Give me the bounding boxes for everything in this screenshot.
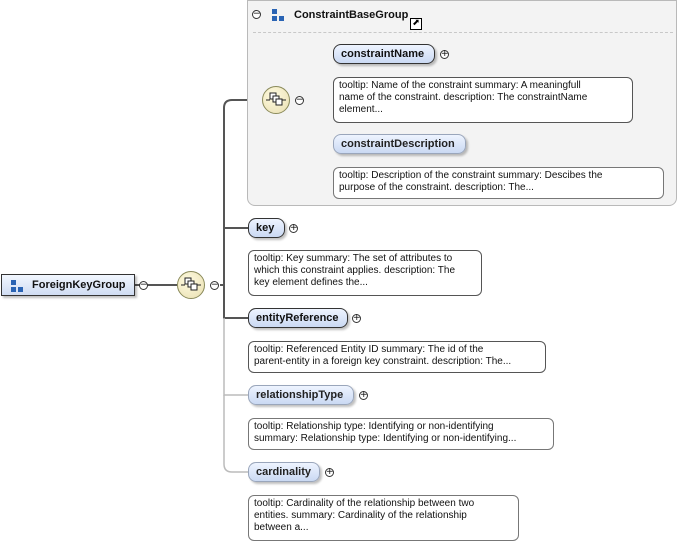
key-tooltip: tooltip: Key summary: The set of attribu… bbox=[248, 250, 482, 296]
constraint-base-group-title[interactable]: ConstraintBaseGroup bbox=[294, 9, 409, 21]
element-key[interactable]: key bbox=[248, 218, 285, 238]
constraint-name-expand-toggle[interactable]: + bbox=[440, 49, 449, 59]
group-sequence-compositor-icon bbox=[262, 86, 290, 114]
element-entity-reference[interactable]: entityReference bbox=[248, 308, 348, 328]
constraint-description-tooltip: tooltip: Description of the constraint s… bbox=[333, 167, 664, 199]
key-expand-toggle[interactable]: + bbox=[289, 223, 298, 233]
root-collapse-toggle[interactable]: − bbox=[139, 280, 148, 290]
relationship-type-expand-toggle[interactable]: + bbox=[359, 390, 368, 400]
external-link-icon[interactable]: ⬈ bbox=[410, 18, 422, 30]
relationship-type-tooltip: tooltip: Relationship type: Identifying … bbox=[248, 418, 554, 450]
element-relationship-type[interactable]: relationshipType bbox=[248, 385, 354, 405]
sequence-glyph bbox=[181, 277, 201, 291]
group-icon bbox=[11, 280, 23, 292]
entity-reference-expand-toggle[interactable]: + bbox=[352, 313, 361, 323]
cardinality-tooltip: tooltip: Cardinality of the relationship… bbox=[248, 495, 519, 541]
element-constraint-name[interactable]: constraintName bbox=[333, 44, 435, 64]
constraint-base-group-content bbox=[253, 32, 673, 205]
group-collapse-toggle[interactable]: − bbox=[252, 9, 261, 19]
group-sequence-collapse-toggle[interactable]: − bbox=[295, 95, 304, 105]
sequence-compositor-icon bbox=[177, 271, 205, 299]
element-cardinality[interactable]: cardinality bbox=[248, 462, 320, 482]
sequence-collapse-toggle[interactable]: − bbox=[210, 280, 219, 290]
element-constraint-description[interactable]: constraintDescription bbox=[333, 134, 466, 154]
entity-reference-tooltip: tooltip: Referenced Entity ID summary: T… bbox=[248, 341, 546, 373]
cardinality-expand-toggle[interactable]: + bbox=[325, 467, 334, 477]
root-label: ForeignKeyGroup bbox=[32, 279, 126, 291]
group-icon bbox=[272, 9, 284, 21]
foreign-key-group-node[interactable]: ForeignKeyGroup bbox=[1, 274, 135, 296]
constraint-name-tooltip: tooltip: Name of the constraint summary:… bbox=[333, 77, 633, 123]
sequence-glyph bbox=[266, 92, 286, 106]
